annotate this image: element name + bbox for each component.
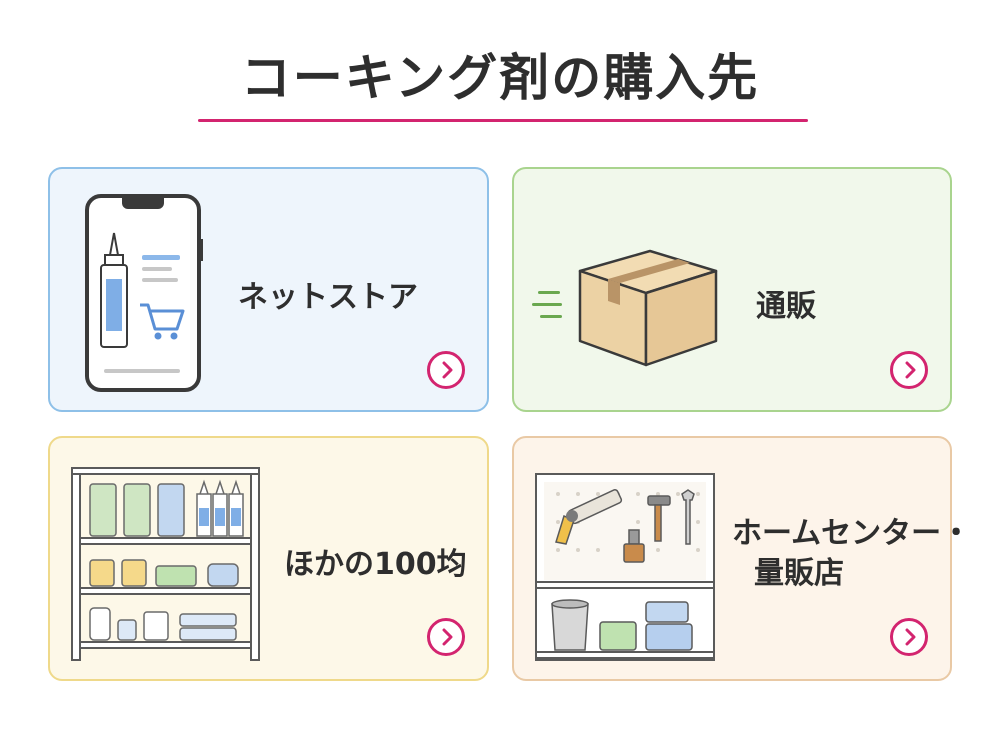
chevron-right-icon bbox=[442, 361, 453, 379]
chevron-right-icon bbox=[905, 628, 916, 646]
card-mail-order-arrow-button[interactable] bbox=[890, 351, 928, 389]
store-shelf-icon bbox=[71, 467, 260, 661]
card-other-100yen-shop[interactable]: ほかの100均 bbox=[48, 436, 489, 681]
chevron-right-icon bbox=[442, 628, 453, 646]
card-other-100yen-shop-arrow-button[interactable] bbox=[427, 618, 465, 656]
smartphone-shopping-icon bbox=[85, 194, 203, 392]
card-mail-order[interactable]: 通販 bbox=[512, 167, 952, 412]
page-title: コーキング剤の購入先 bbox=[240, 49, 760, 107]
card-home-center[interactable]: ホームセンター・ 量販店 bbox=[512, 436, 971, 681]
cardboard-box-icon bbox=[532, 249, 718, 367]
card-mail-order-label: 通販 bbox=[756, 289, 816, 324]
card-online-store-arrow-button[interactable] bbox=[427, 351, 465, 389]
tool-pegboard-icon bbox=[535, 473, 715, 661]
card-online-store-label: ネットストア bbox=[238, 280, 418, 315]
title-underline bbox=[198, 119, 808, 122]
card-home-center-arrow-button[interactable] bbox=[890, 618, 928, 656]
card-home-center-label: ホームセンター・ 量販店 bbox=[732, 514, 971, 594]
card-home-center-label-line-2: 量販店 bbox=[754, 556, 844, 591]
chevron-right-icon bbox=[905, 361, 916, 379]
card-home-center-label-line-1: ホームセンター・ bbox=[732, 516, 972, 551]
card-online-store[interactable]: ネットストア bbox=[48, 167, 489, 412]
card-other-100yen-shop-label: ほかの100均 bbox=[284, 547, 467, 582]
